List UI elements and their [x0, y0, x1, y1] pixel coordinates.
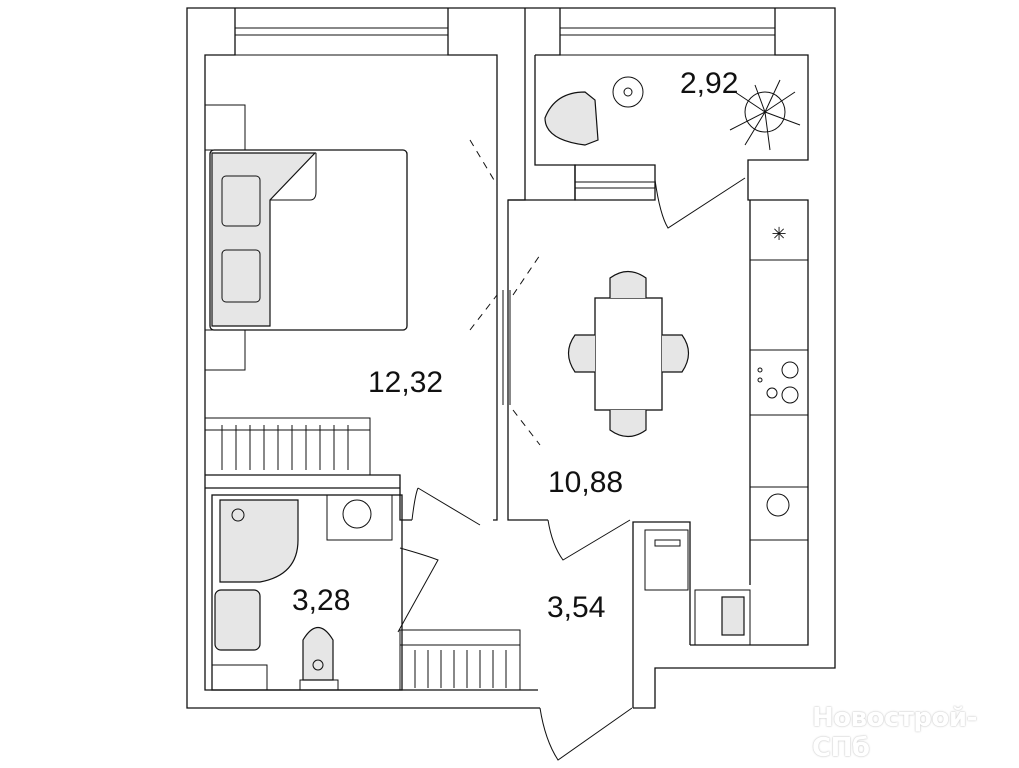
bed [204, 104, 408, 371]
wardrobe-hallway [399, 629, 521, 691]
room-area-hallway: 3,54 [547, 591, 605, 624]
room-area-balcony: 2,92 [680, 67, 738, 100]
room-area-bathroom: 3,28 [292, 584, 350, 617]
doors [397, 139, 746, 761]
fridge-icon: ✳ [771, 224, 786, 244]
watermark: Новострой-СПб [812, 703, 977, 763]
wardrobe-bedroom [204, 417, 371, 476]
room-area-bedroom: 12,32 [368, 366, 443, 399]
plant-icon [729, 79, 801, 151]
dining-table [567, 270, 690, 438]
balcony-furniture [544, 76, 801, 151]
room-area-kitchen: 10,88 [548, 466, 623, 499]
kitchen-counter: ✳ [644, 200, 809, 646]
windows [234, 7, 776, 405]
bathroom-fixtures [211, 494, 403, 691]
